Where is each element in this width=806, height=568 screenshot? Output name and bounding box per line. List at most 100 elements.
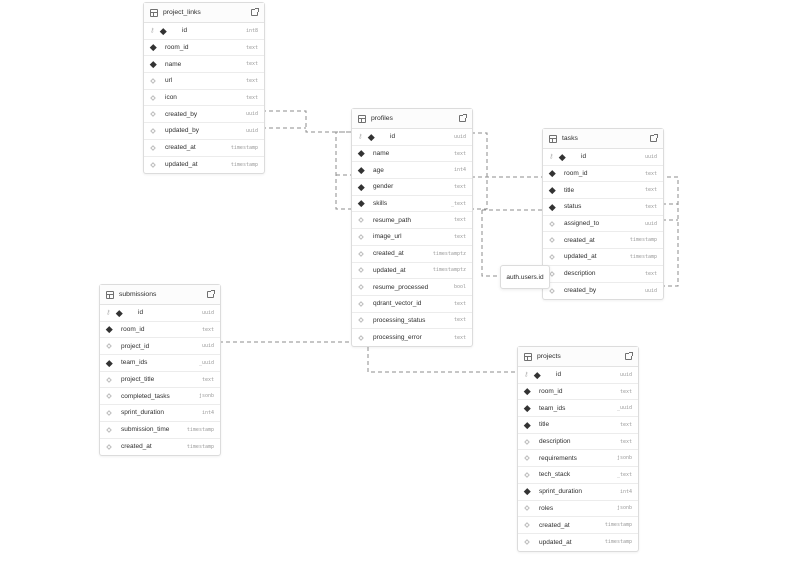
column-type: timestamptz xyxy=(432,267,466,274)
column-row-skills[interactable]: skills_text xyxy=(352,196,472,213)
external-link-icon[interactable] xyxy=(251,8,259,16)
table-header[interactable]: project_links xyxy=(144,3,264,23)
table-header[interactable]: tasks xyxy=(543,129,663,149)
nullable-diamond-icon xyxy=(549,288,555,294)
table-name: projects xyxy=(537,353,561,360)
column-name: age xyxy=(373,166,384,174)
nullable-diamond-icon xyxy=(524,472,530,478)
nullable-diamond-icon xyxy=(358,267,364,273)
column-name: id xyxy=(390,133,396,141)
column-row-team-ids[interactable]: team_ids_uuid xyxy=(518,400,638,418)
nullable-diamond-icon xyxy=(549,254,555,260)
column-name: processing_status xyxy=(373,316,426,324)
column-row-team-ids[interactable]: team_ids_uuid xyxy=(100,355,220,372)
external-link-icon[interactable] xyxy=(625,352,633,360)
nullable-diamond-icon xyxy=(106,444,112,450)
column-name: roles xyxy=(539,504,554,512)
nullable-diamond-icon xyxy=(358,284,364,290)
nullable-diamond-icon xyxy=(358,301,364,307)
link-auth-users xyxy=(481,210,500,277)
column-name: updated_at xyxy=(373,266,406,274)
column-name: created_at xyxy=(373,250,404,258)
nullable-diamond-icon xyxy=(358,251,364,257)
not-null-diamond-icon xyxy=(160,28,166,34)
column-type: timestamp xyxy=(230,144,258,151)
external-link-icon[interactable] xyxy=(207,290,215,298)
table-name: profiles xyxy=(371,115,393,122)
primary-key-icon: ⚷ xyxy=(150,28,155,35)
column-type: _text xyxy=(450,200,466,207)
column-name: id xyxy=(556,371,562,379)
column-row-updated-at[interactable]: updated_at timestamptz xyxy=(352,263,472,280)
not-null-diamond-icon xyxy=(358,184,364,190)
table-header[interactable]: profiles xyxy=(352,109,472,129)
column-row-tech-stack[interactable]: tech_stack_text xyxy=(518,467,638,484)
external-link-icon[interactable] xyxy=(459,114,467,122)
nullable-diamond-icon xyxy=(106,343,112,349)
external-link-icon[interactable] xyxy=(650,134,658,142)
column-type: uuid xyxy=(245,111,258,118)
column-name: created_at xyxy=(564,236,595,244)
column-type: uuid xyxy=(619,371,632,378)
table-header[interactable]: submissions xyxy=(100,285,220,305)
table-header[interactable]: projects xyxy=(518,347,638,367)
column-type: text xyxy=(453,334,466,341)
column-row-roles[interactable]: roles jsonb xyxy=(518,501,638,518)
column-type: text xyxy=(453,150,466,157)
column-name: title xyxy=(539,421,550,429)
column-type: jsonb xyxy=(616,505,632,512)
column-type: jsonb xyxy=(198,393,214,400)
